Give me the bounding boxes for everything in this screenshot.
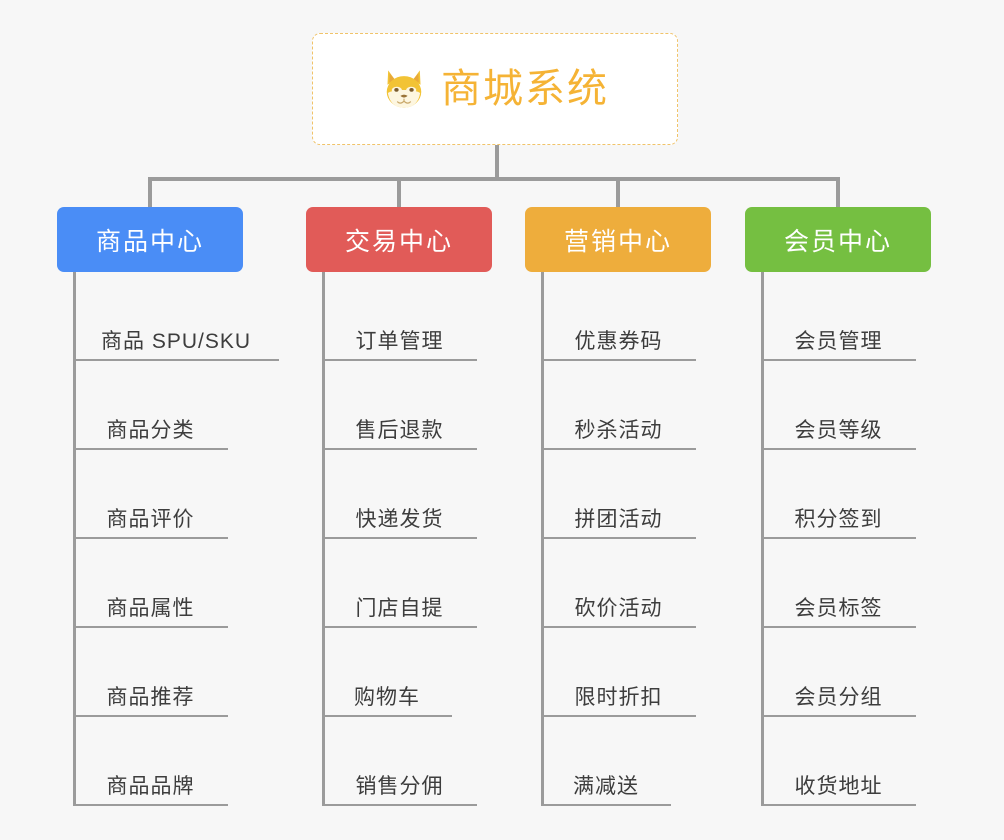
leaf-item[interactable]: 商品品牌 <box>73 717 228 806</box>
leaf-item-label: 商品 SPU/SKU <box>100 329 252 353</box>
category-box-member-center[interactable]: 会员中心 <box>745 207 931 272</box>
leaf-item-label: 销售分佣 <box>355 774 444 798</box>
leaf-item-label: 满减送 <box>573 774 639 798</box>
leaf-item[interactable]: 会员标签 <box>761 539 916 628</box>
drop-line-product-center <box>148 177 152 207</box>
category-label: 会员中心 <box>783 227 892 256</box>
root-node[interactable]: 商城系统 <box>312 33 678 145</box>
leaf-item-label: 拼团活动 <box>574 507 663 531</box>
leaf-item-label: 购物车 <box>354 685 420 709</box>
leaf-item-label: 收货地址 <box>794 774 883 798</box>
leaf-item[interactable]: 销售分佣 <box>322 717 477 806</box>
category-label: 营销中心 <box>563 227 672 256</box>
leaf-item[interactable]: 商品推荐 <box>73 628 228 717</box>
leaf-item-label: 积分签到 <box>794 507 883 531</box>
leaf-item[interactable]: 收货地址 <box>761 717 916 806</box>
leaf-item[interactable]: 积分签到 <box>761 450 916 539</box>
leaf-spine <box>73 272 76 806</box>
leaf-item-label: 售后退款 <box>355 418 444 442</box>
leaf-spine <box>761 272 764 806</box>
category-box-marketing-center[interactable]: 营销中心 <box>525 207 711 272</box>
leaf-item[interactable]: 会员管理 <box>761 272 916 361</box>
leaf-item-label: 商品推荐 <box>106 685 195 709</box>
horizontal-bus <box>150 177 838 181</box>
category-box-trade-center[interactable]: 交易中心 <box>306 207 492 272</box>
leaf-item-label: 商品品牌 <box>106 774 195 798</box>
leaf-item[interactable]: 砍价活动 <box>541 539 696 628</box>
shiba-dog-icon <box>386 70 422 110</box>
leaf-item[interactable]: 限时折扣 <box>541 628 696 717</box>
leaf-item-label: 门店自提 <box>355 596 444 620</box>
root-stem <box>495 145 499 181</box>
leaf-item[interactable]: 商品 SPU/SKU <box>73 272 279 361</box>
leaf-item[interactable]: 优惠券码 <box>541 272 696 361</box>
drop-line-member-center <box>836 177 840 207</box>
leaf-item[interactable]: 订单管理 <box>322 272 477 361</box>
drop-line-marketing-center <box>616 177 620 207</box>
leaf-item[interactable]: 拼团活动 <box>541 450 696 539</box>
category-label: 商品中心 <box>95 227 204 256</box>
leaf-item-label: 商品分类 <box>106 418 195 442</box>
leaf-item-label: 砍价活动 <box>574 596 663 620</box>
leaf-item-label: 商品评价 <box>106 507 195 531</box>
leaf-item-label: 会员标签 <box>794 596 883 620</box>
leaf-item[interactable]: 售后退款 <box>322 361 477 450</box>
leaf-item-label: 秒杀活动 <box>574 418 663 442</box>
leaf-item-label: 会员分组 <box>794 685 883 709</box>
leaf-spine <box>541 272 544 806</box>
leaf-spine <box>322 272 325 806</box>
leaf-item-label: 快递发货 <box>355 507 444 531</box>
leaf-item-label: 限时折扣 <box>574 685 663 709</box>
leaf-item-label: 订单管理 <box>355 329 444 353</box>
leaf-item[interactable]: 秒杀活动 <box>541 361 696 450</box>
category-box-product-center[interactable]: 商品中心 <box>57 207 243 272</box>
leaf-item-label: 商品属性 <box>106 596 195 620</box>
leaf-item[interactable]: 商品评价 <box>73 450 228 539</box>
leaf-item-label: 会员等级 <box>794 418 883 442</box>
leaf-item[interactable]: 会员等级 <box>761 361 916 450</box>
drop-line-trade-center <box>397 177 401 207</box>
category-label: 交易中心 <box>344 227 453 256</box>
leaf-item-label: 会员管理 <box>794 329 883 353</box>
leaf-item[interactable]: 会员分组 <box>761 628 916 717</box>
leaf-item[interactable]: 购物车 <box>322 628 452 717</box>
leaf-item[interactable]: 满减送 <box>541 717 671 806</box>
leaf-item[interactable]: 快递发货 <box>322 450 477 539</box>
leaf-item[interactable]: 商品分类 <box>73 361 228 450</box>
leaf-item[interactable]: 商品属性 <box>73 539 228 628</box>
leaf-item[interactable]: 门店自提 <box>322 539 477 628</box>
leaf-item-label: 优惠券码 <box>574 329 663 353</box>
root-title: 商城系统 <box>441 67 609 111</box>
